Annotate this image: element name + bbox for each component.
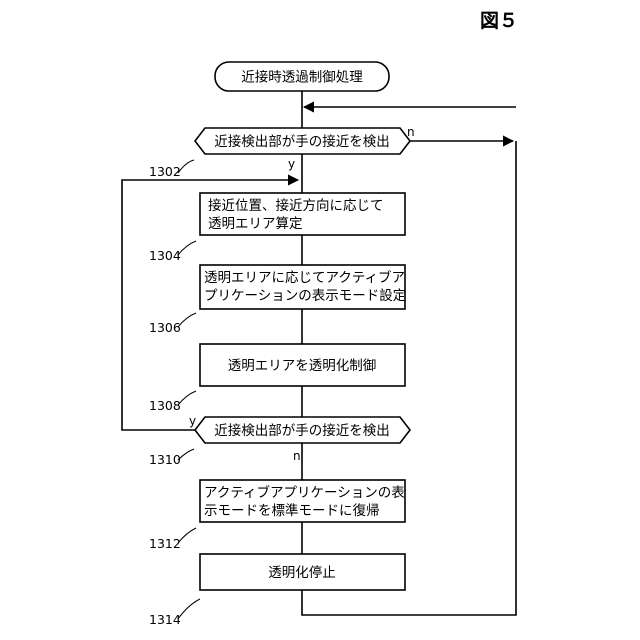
ref-1314-leader (178, 599, 200, 619)
ref-1304: 1304 (149, 248, 181, 263)
step-3-text: 透明エリアを透明化制御 (228, 358, 377, 374)
decision-1-text: 近接検出部が手の接近を検出 (214, 133, 390, 150)
step-4-line1: アクティブアプリケーションの表 (204, 484, 405, 501)
step-2-line2: プリケーションの表示モード設定 (204, 288, 406, 304)
ref-1310: 1310 (149, 452, 181, 467)
step-2-line1: 透明エリアに応じてアクティブア (204, 269, 405, 286)
figure-label: 図５ (480, 10, 518, 32)
start-label: 近接時透過制御処理 (241, 69, 363, 86)
ref-1306: 1306 (149, 320, 181, 335)
decision-1-no-label: n (407, 125, 415, 139)
step-1-line1: 接近位置、接近方向に応じて (208, 197, 384, 214)
decision-2-text: 近接検出部が手の接近を検出 (214, 422, 390, 439)
ref-1312: 1312 (149, 536, 181, 551)
step-5-text: 透明化停止 (268, 564, 336, 581)
ref-1302: 1302 (149, 164, 181, 179)
decision-2-yes-label: y (189, 414, 196, 428)
ref-1314: 1314 (149, 612, 181, 627)
decision-1-yes-label: y (288, 157, 295, 171)
decision-2-no-label: n (293, 449, 301, 463)
ref-1308: 1308 (149, 398, 181, 413)
step-1-line2: 透明エリア算定 (208, 216, 303, 232)
step-4-line2: 示モードを標準モードに復帰 (204, 502, 380, 519)
